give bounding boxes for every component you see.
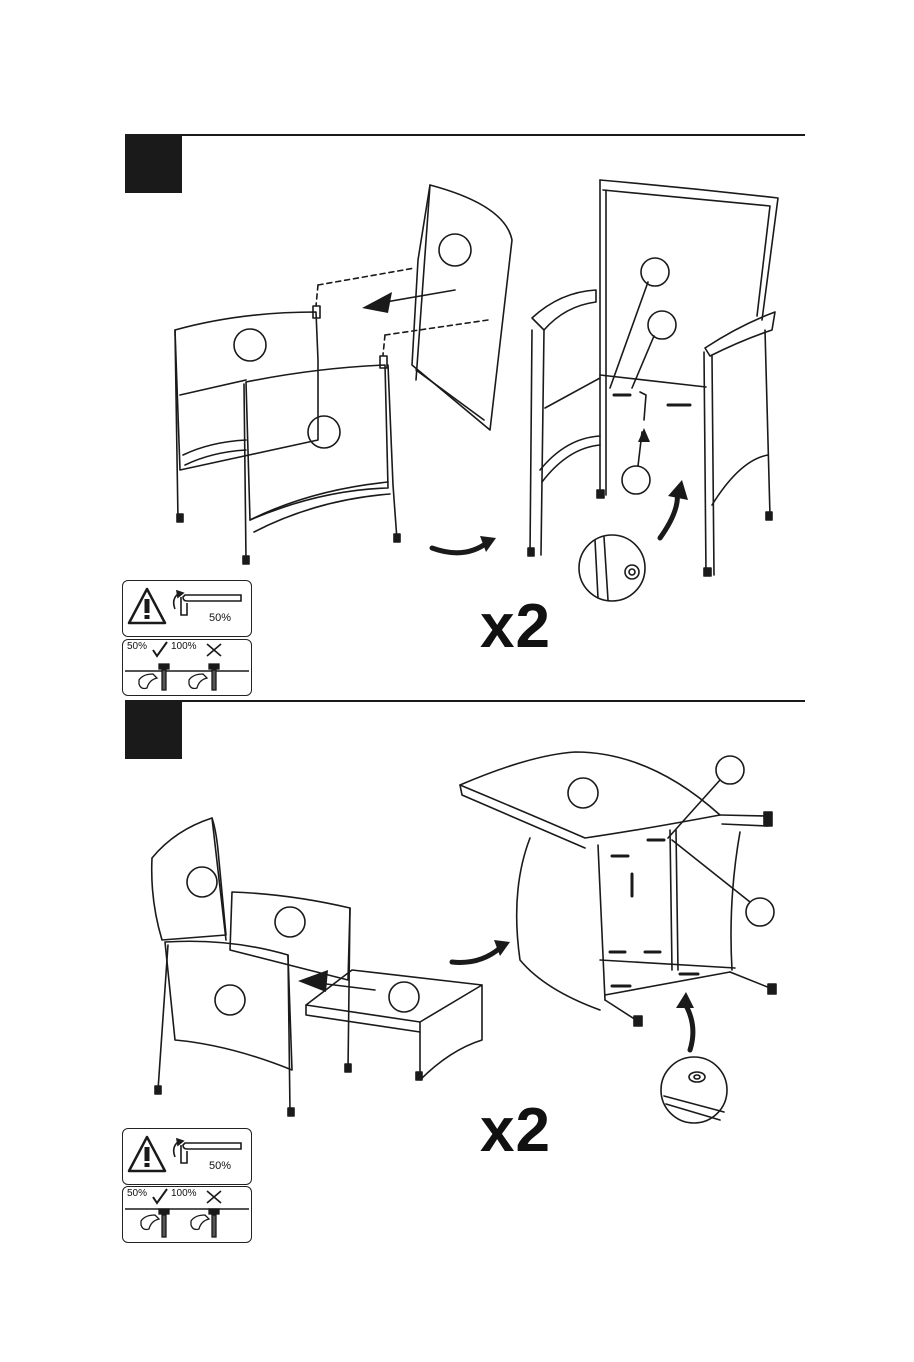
cross-mark-icon [207, 1191, 221, 1203]
bolt-icon [141, 1209, 219, 1237]
step-2-upside-down-chair [460, 752, 774, 1123]
step-2-torque-warning-card: 50% [122, 1128, 252, 1185]
torque-percent-label: 50% [209, 1161, 231, 1172]
step-2-chair-with-footstool [152, 818, 482, 1112]
step-2-tightening-guide-card: 50% 100% [122, 1186, 252, 1243]
ok-percent-label: 50% [127, 1189, 147, 1199]
bad-percent-label: 100% [171, 1189, 197, 1199]
warning-triangle-icon [123, 1129, 251, 1184]
check-mark-icon [153, 1189, 167, 1203]
step-2-quantity-multiplier: x2 [480, 1100, 551, 1162]
